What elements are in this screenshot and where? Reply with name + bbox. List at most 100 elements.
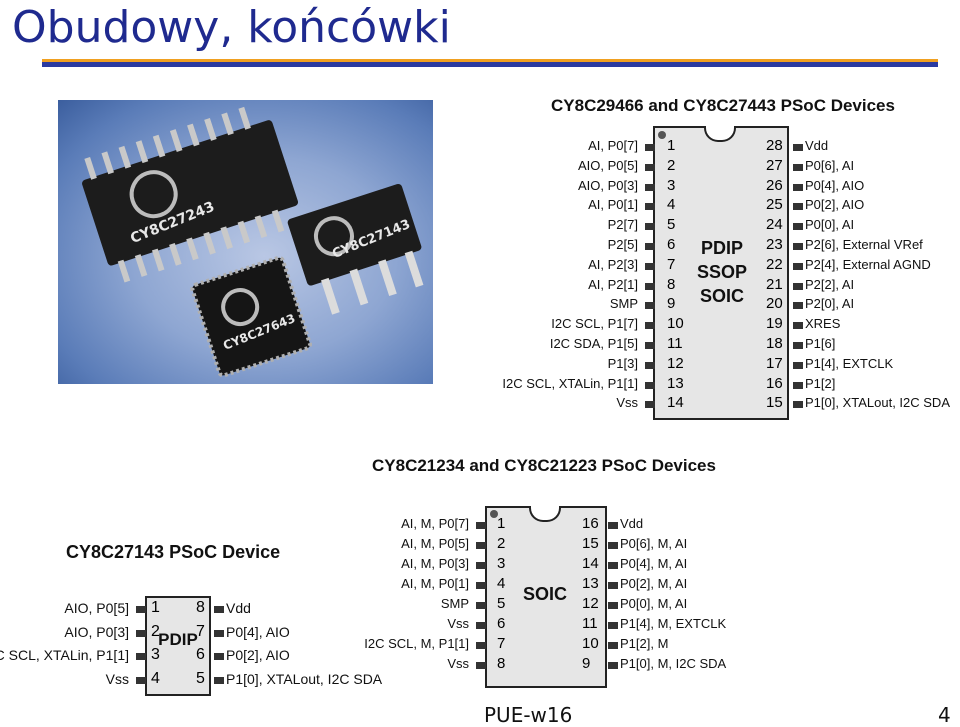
chip8-package: PDIP xyxy=(158,630,198,649)
pin-name-left: AIO, P0[3] xyxy=(578,177,638,193)
pin-number-right: 25 xyxy=(766,196,783,214)
pin-number-right: 8 xyxy=(196,599,205,616)
pin-name-right: P2[4], External AGND xyxy=(805,256,931,272)
pin-number-left: 12 xyxy=(667,354,684,372)
chip28-packages: PDIP SSOP SOIC xyxy=(680,236,764,308)
pin-stub-right xyxy=(793,144,803,151)
pin-name-left: P2[5] xyxy=(607,237,638,252)
pin-stub-left xyxy=(476,622,486,629)
title-rule-accent xyxy=(42,59,938,62)
page-number: 4 xyxy=(938,703,951,727)
pin-name-left: Vss xyxy=(447,656,469,671)
pin-stub-left xyxy=(476,562,486,569)
pkg-ssop: SSOP xyxy=(696,262,748,282)
pin-stub-right xyxy=(608,642,618,649)
pin-name-left: AIO, P0[5] xyxy=(578,157,638,173)
pin-number-right: 15 xyxy=(766,394,783,412)
pin-name-left: AI, M, P0[3] xyxy=(401,556,469,571)
pin-stub-right xyxy=(793,342,803,349)
pin-stub-left xyxy=(645,183,655,191)
pin-stub-right xyxy=(793,223,803,231)
pin-number-left: 9 xyxy=(667,295,676,313)
pin-stub-left xyxy=(645,243,655,250)
pin-stub-left xyxy=(645,381,655,389)
pin-stub-right xyxy=(793,381,803,389)
pin-number-left: 3 xyxy=(151,646,160,663)
chip28-pin1-dot xyxy=(658,131,666,139)
pin-number-right: 10 xyxy=(582,635,599,652)
pin-stub-right xyxy=(793,262,803,270)
pin-number-right: 20 xyxy=(766,295,783,313)
pin-stub-left xyxy=(645,342,655,349)
pin-number-left: 5 xyxy=(667,216,676,234)
pin-number-left: 11 xyxy=(667,335,683,352)
pin-number-left: 2 xyxy=(667,156,676,174)
pin-number-left: 14 xyxy=(667,394,684,412)
pin-number-left: 2 xyxy=(151,622,160,640)
pin-stub-right xyxy=(608,662,618,669)
pin-stub-left xyxy=(645,302,655,310)
pin-name-left: P1[3] xyxy=(607,355,638,371)
pin-name-right: Vdd xyxy=(226,600,251,616)
pin-name-right: P1[0], XTALout, I2C SDA xyxy=(226,670,383,687)
pin-number-right: 18 xyxy=(766,335,783,352)
pin-name-right: P2[0], AI xyxy=(805,296,855,312)
pin-stub-left xyxy=(136,653,146,660)
pin-stub-right xyxy=(608,562,618,569)
pin-name-left: I2C SCL, XTALin, P1[1] xyxy=(502,375,638,391)
pkg-pdip: PDIP xyxy=(700,238,743,258)
pin-name-left: I2C SCL, XTALin, P1[1] xyxy=(0,647,129,663)
pin-number-right: 17 xyxy=(766,354,783,372)
chips-photo: CY8C27243 CY8C27143 CY8C27643 xyxy=(58,100,433,384)
pin-number-right: 24 xyxy=(766,216,783,234)
pin-name-left: I2C SCL, P1[7] xyxy=(551,316,638,332)
pin-stub-left xyxy=(476,602,486,609)
pin-stub-left xyxy=(476,582,486,589)
pin-stub-left xyxy=(645,262,655,270)
pin-name-right: XRES xyxy=(805,316,841,332)
pin-number-right: 27 xyxy=(766,156,783,174)
pin-name-left: AI, M, P0[1] xyxy=(401,576,469,591)
chip8-body xyxy=(145,596,211,696)
pin-name-left: SMP xyxy=(440,596,469,611)
pin-name-right: P1[0], XTALout, I2C SDA xyxy=(805,395,950,411)
pin-number-left: 6 xyxy=(497,615,506,632)
chips-illustration xyxy=(82,106,424,378)
pin-stub-left xyxy=(476,542,486,549)
pin-name-left: I2C SCL, M, P1[1] xyxy=(364,636,469,651)
pin-name-right: P1[4], EXTCLK xyxy=(805,355,894,371)
pin-name-right: P0[6], M, AI xyxy=(620,536,688,551)
pin-stub-left xyxy=(645,401,655,409)
pin-number-left: 3 xyxy=(497,555,506,572)
pin-stub-right xyxy=(214,653,224,660)
pin-number-right: 16 xyxy=(582,515,599,532)
pin-number-right: 13 xyxy=(582,575,599,592)
pin-stub-right xyxy=(608,622,618,629)
pin-number-left: 7 xyxy=(497,635,506,652)
pin-stub-left xyxy=(645,144,655,151)
pin-stub-right xyxy=(608,602,618,609)
pin-stub-right xyxy=(608,542,618,549)
pin-number-right: 7 xyxy=(196,622,205,640)
pkg-soic: SOIC xyxy=(699,286,744,306)
pin-name-left: I2C SDA, P1[5] xyxy=(549,336,638,351)
pin-stub-left xyxy=(136,629,146,637)
pin-number-left: 7 xyxy=(667,255,676,273)
pin-number-right: 9 xyxy=(582,655,591,672)
pin-stub-left xyxy=(645,223,655,231)
pin-name-right: P0[4], AIO xyxy=(226,623,290,640)
pin-name-right: P1[6] xyxy=(805,336,836,351)
pin-name-right: P0[2], AIO xyxy=(805,197,865,213)
pin-stub-left xyxy=(476,522,486,529)
pin-name-right: P0[6], AI xyxy=(805,157,855,173)
pin-name-right: P0[2], M, AI xyxy=(620,576,688,591)
pin-number-right: 14 xyxy=(582,555,599,572)
pin-stub-right xyxy=(608,582,618,589)
pin-name-left: AI, P0[1] xyxy=(588,197,638,213)
pin-stub-right xyxy=(608,522,618,529)
pin-stub-right xyxy=(793,401,803,409)
pin-name-left: SMP xyxy=(609,296,638,312)
pin-number-left: 13 xyxy=(667,374,684,392)
pin-name-left: Vss xyxy=(616,395,638,411)
pin-stub-right xyxy=(793,361,803,369)
